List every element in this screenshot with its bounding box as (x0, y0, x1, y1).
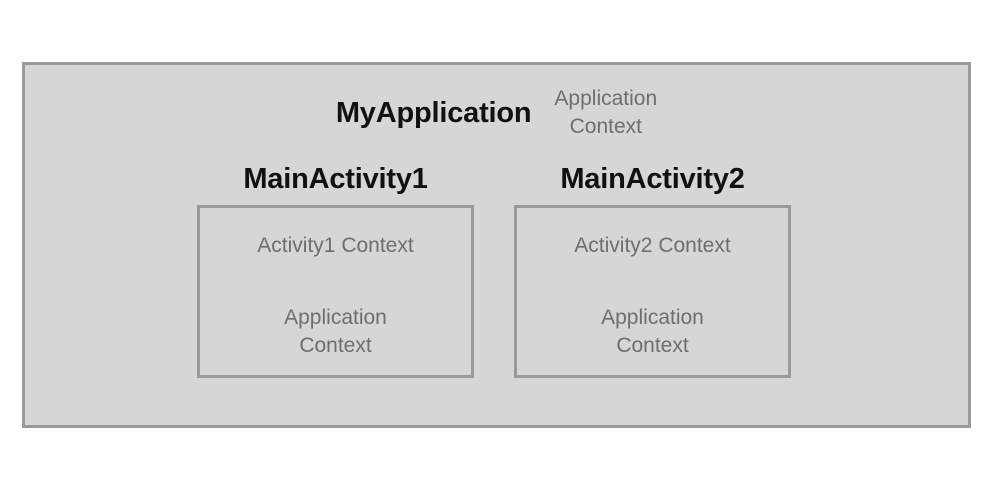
activity-context-label-2: Activity2 Context (574, 234, 731, 257)
application-context-label-2: Application Context (601, 306, 704, 357)
application-context-label: Application Context (554, 87, 658, 138)
application-header: MyApplication Application Context (25, 83, 968, 143)
application-context-label-1: Application Context (284, 306, 387, 357)
activity-context-label-1: Activity1 Context (257, 234, 414, 257)
activities-row: MainActivity1 Activity1 Context Applicat… (197, 165, 822, 378)
activity-title-1: MainActivity1 (243, 163, 428, 195)
context-box-1: Activity1 Context Application Context (197, 205, 474, 378)
context-box-2: Activity2 Context Application Context (514, 205, 791, 378)
application-container: MyApplication Application Context MainAc… (22, 62, 971, 428)
activity-group-1: MainActivity1 Activity1 Context Applicat… (197, 165, 474, 378)
application-title: MyApplication (335, 96, 532, 129)
activity-title-2: MainActivity2 (560, 163, 745, 195)
activity-group-2: MainActivity2 Activity2 Context Applicat… (514, 165, 791, 378)
